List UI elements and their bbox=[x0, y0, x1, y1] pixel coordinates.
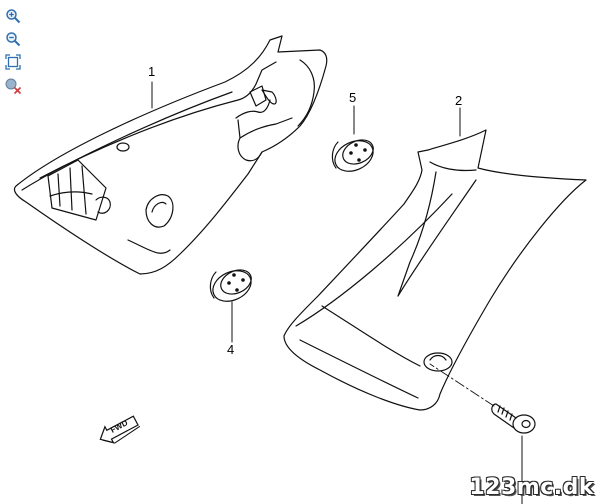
part-1-frame-cover bbox=[13, 35, 328, 275]
part-4-grommet bbox=[209, 269, 252, 302]
fit-to-screen-icon bbox=[5, 54, 21, 70]
watermark-logo: 123mc.dk bbox=[469, 475, 594, 500]
callout-part-5: 5 bbox=[349, 90, 357, 105]
callout-part-1: 1 bbox=[148, 64, 156, 79]
fit-to-screen-button[interactable] bbox=[4, 53, 22, 71]
zoom-out-icon bbox=[6, 32, 21, 47]
zoom-in-button[interactable] bbox=[4, 7, 22, 25]
viewer-toolbar bbox=[0, 0, 26, 100]
zoom-out-button[interactable] bbox=[4, 30, 22, 48]
part-5-grommet bbox=[331, 139, 374, 172]
callout-part-2: 2 bbox=[455, 93, 463, 108]
zoom-in-icon bbox=[6, 9, 21, 24]
fwd-arrow bbox=[99, 415, 141, 444]
screw-part bbox=[491, 403, 536, 434]
reset-button[interactable] bbox=[4, 77, 22, 95]
callout-part-4: 4 bbox=[227, 342, 235, 357]
reset-icon bbox=[5, 78, 22, 95]
assembly-centerline bbox=[429, 363, 495, 407]
part-2-side-cover bbox=[283, 129, 587, 411]
